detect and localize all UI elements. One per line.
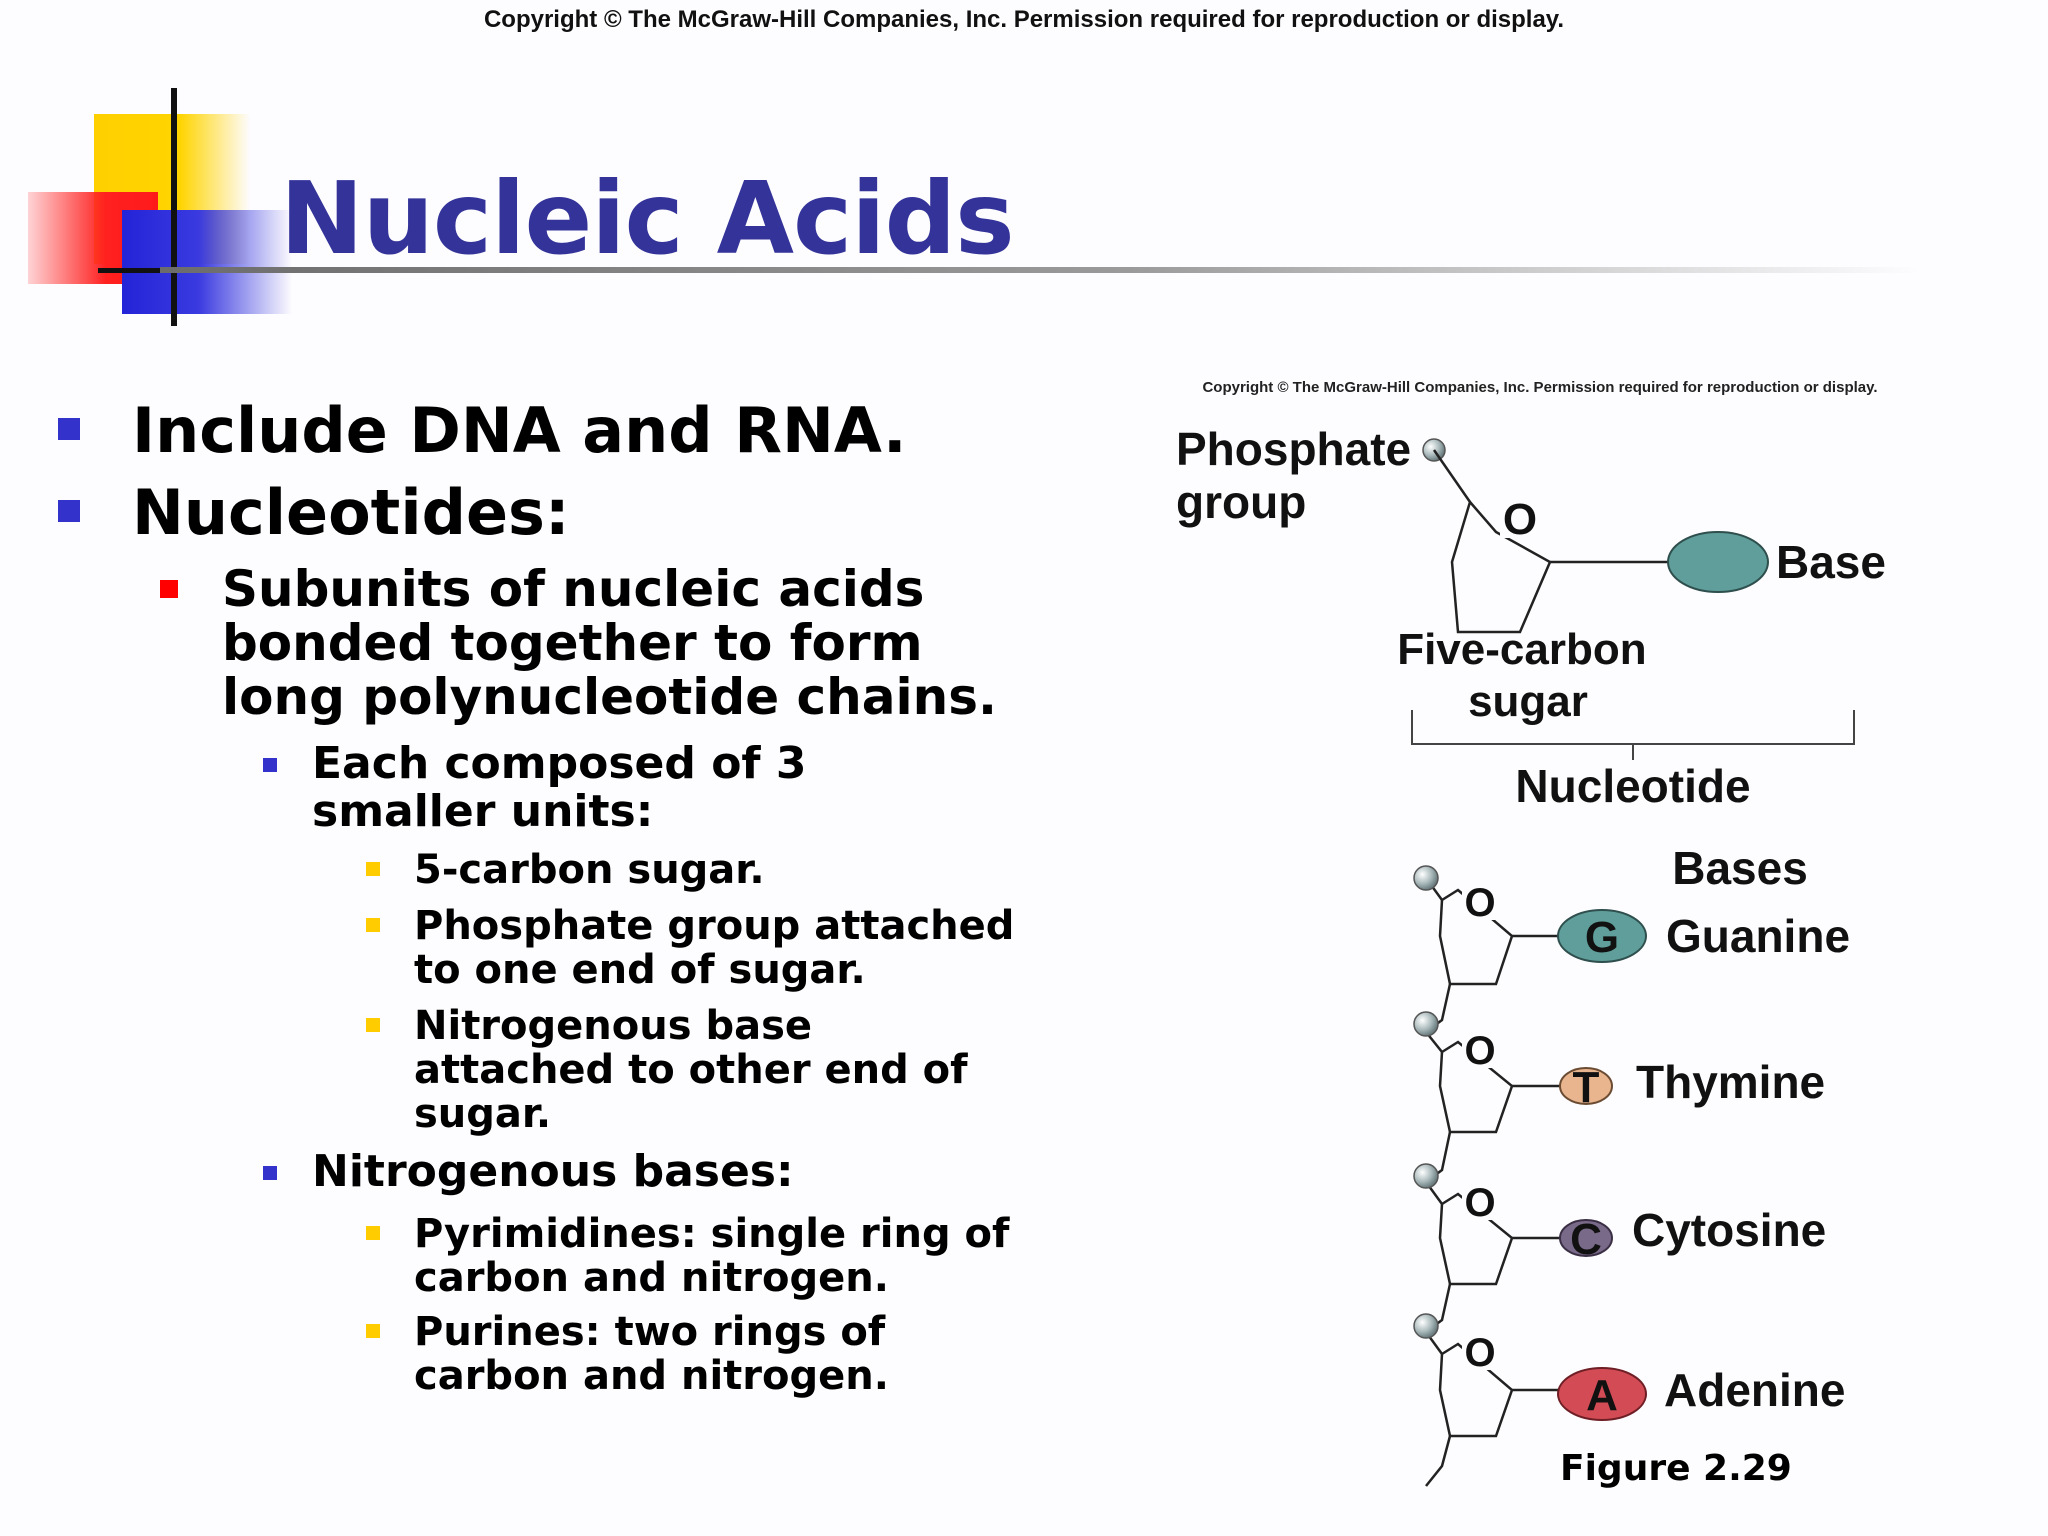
phosphate-bond — [1432, 449, 1472, 503]
bullet-purines: Purines: two rings of carbon and nitroge… — [414, 1310, 889, 1398]
bullet-line: Each composed of 3 — [312, 738, 807, 789]
base-adenine: A Adenine — [1557, 1364, 1845, 1421]
bullet-include-dna-rna: Include DNA and RNA. — [132, 394, 907, 467]
bullet-line: sugar. — [414, 1091, 552, 1137]
base-letter: C — [1570, 1215, 1602, 1264]
bullet-line: smaller units: — [312, 786, 654, 837]
bullet-nitrogenous-base: Nitrogenous base attached to other end o… — [414, 1004, 968, 1136]
bullet-marker — [366, 1018, 380, 1032]
nucleotide-label: Nucleotide — [1515, 760, 1750, 812]
ring-oxygen-bg — [1500, 492, 1540, 538]
logo-vertical-line — [171, 88, 177, 326]
nucleotide-figure: Copyright © The McGraw-Hill Companies, I… — [1140, 370, 1920, 1500]
figure-caption: Figure 2.29 — [1560, 1448, 1792, 1489]
bullet-marker — [58, 418, 80, 440]
ring-oxygen-label: O — [1464, 1331, 1495, 1375]
ring-oxygen-label: O — [1464, 1029, 1495, 1073]
bullet-phosphate-group: Phosphate group attached to one end of s… — [414, 904, 1014, 992]
base-letter: T — [1573, 1063, 1600, 1112]
base-label: Base — [1776, 536, 1886, 588]
bullet-line: Purines: two rings of — [414, 1309, 886, 1355]
bullet-nucleotides: Nucleotides: — [132, 476, 570, 549]
bullet-subunits: Subunits of nucleic acids bonded togethe… — [222, 562, 997, 724]
base-bonds — [1512, 934, 1564, 1392]
label-line: Phosphate — [1176, 423, 1411, 475]
bullet-marker — [366, 862, 380, 876]
title-underline — [160, 267, 1920, 273]
base-name: Cytosine — [1632, 1204, 1826, 1256]
five-carbon-sugar-label: Five-carbon sugar — [1397, 625, 1659, 726]
slide-title: Nucleic Acids — [280, 160, 1015, 277]
bullet-marker — [263, 1166, 277, 1180]
copyright-notice: Copyright © The McGraw-Hill Companies, I… — [483, 6, 1565, 33]
bullet-pyrimidines: Pyrimidines: single ring of carbon and n… — [414, 1212, 1009, 1300]
bullet-line: long polynucleotide chains. — [222, 668, 997, 726]
base-name: Adenine — [1664, 1364, 1845, 1416]
phosphate-ball — [1413, 1313, 1439, 1339]
bullet-marker — [366, 1226, 380, 1240]
base-letter: A — [1586, 1371, 1618, 1420]
bullet-marker — [160, 580, 178, 598]
bullet-marker — [366, 1324, 380, 1338]
bullet-marker — [263, 758, 277, 772]
base-name: Thymine — [1636, 1056, 1825, 1108]
bullet-marker — [366, 918, 380, 932]
bullet-nitrogenous-bases: Nitrogenous bases: — [312, 1146, 794, 1197]
bullet-line: Subunits of nucleic acids — [222, 560, 925, 618]
ring-oxygen-label: O — [1503, 495, 1537, 544]
bullet-line: Phosphate group attached — [414, 903, 1015, 949]
bullet-line: bonded together to form — [222, 614, 923, 672]
bullet-5-carbon-sugar: 5-carbon sugar. — [414, 847, 765, 893]
nucleotide-diagram: Copyright © The McGraw-Hill Companies, I… — [1176, 379, 1886, 1487]
figure-copyright: Copyright © The McGraw-Hill Companies, I… — [1202, 379, 1877, 396]
bullet-each-composed: Each composed of 3 smaller units: — [312, 740, 807, 836]
logo-blue-square — [122, 210, 292, 314]
phosphate-ball — [1413, 865, 1439, 891]
bullet-line: carbon and nitrogen. — [414, 1255, 889, 1301]
bullet-line: carbon and nitrogen. — [414, 1353, 889, 1399]
phosphate-group-label: Phosphate group — [1176, 423, 1424, 528]
phosphate-ball — [1413, 1011, 1439, 1037]
base-cytosine: C Cytosine — [1559, 1204, 1826, 1264]
base-name: Guanine — [1666, 910, 1850, 962]
label-line: sugar — [1468, 677, 1588, 726]
sugar-ring — [1450, 499, 1552, 634]
base-shape — [1667, 531, 1769, 593]
ring-oxygen-label: O — [1464, 881, 1495, 925]
label-line: Five-carbon — [1397, 625, 1646, 674]
bullet-marker — [58, 500, 80, 522]
ring-oxygen-label: O — [1464, 1181, 1495, 1225]
base-guanine: G Guanine — [1557, 909, 1850, 963]
bullet-line: to one end of sugar. — [414, 947, 866, 993]
base-letter: G — [1585, 913, 1619, 962]
bullet-line: attached to other end of — [414, 1047, 968, 1093]
chain-ring-oxygens: O O O O — [1462, 878, 1498, 1375]
base-thymine: T Thymine — [1559, 1056, 1825, 1112]
label-line: group — [1176, 476, 1306, 528]
bullet-line: Nitrogenous base — [414, 1003, 813, 1049]
bullet-line: Pyrimidines: single ring of — [414, 1211, 1010, 1257]
phosphate-ball — [1413, 1163, 1439, 1189]
bases-heading: Bases — [1672, 842, 1808, 894]
